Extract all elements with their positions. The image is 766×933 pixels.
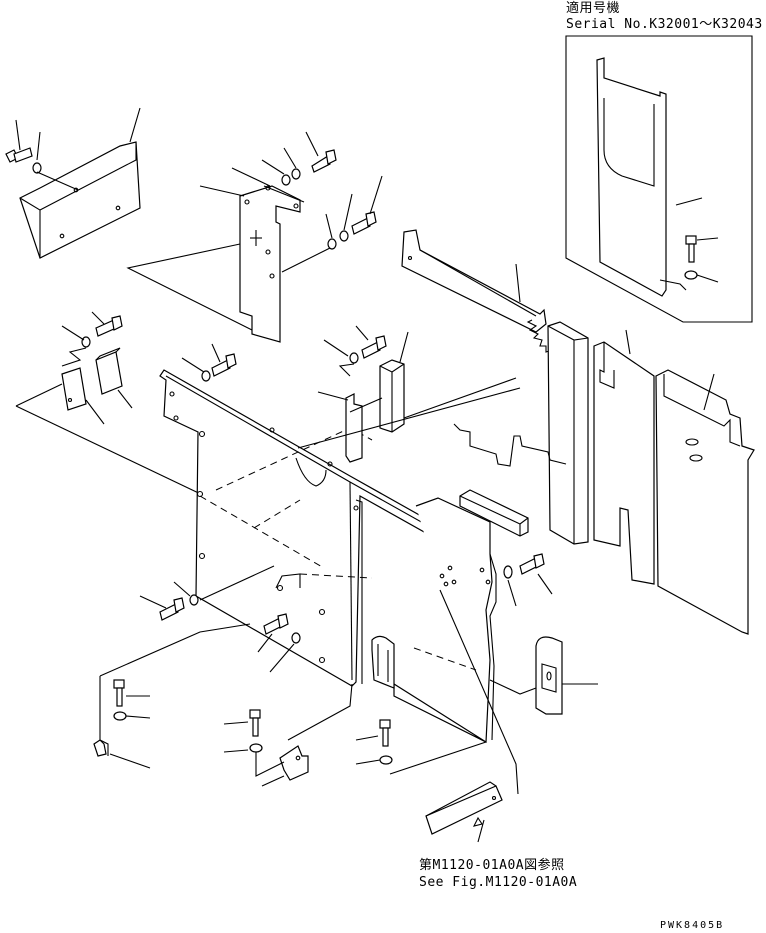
drawing-code: PWK8405B [660, 920, 725, 931]
lower-washer-icon-2 [291, 632, 301, 644]
panel-back [547, 321, 589, 545]
bottom-bolt-icon-2 [249, 709, 261, 737]
serial-inset-box [565, 35, 753, 323]
lower-washer-icon-1 [189, 594, 199, 606]
u-bracket-left [371, 635, 395, 689]
side-angle-plate [393, 497, 497, 743]
mid-washer-icon-1 [349, 352, 359, 364]
cover-bolt-icon [5, 147, 33, 163]
inset-bolt-icon [685, 235, 697, 263]
long-support-bar [401, 229, 553, 353]
panel-middle [593, 329, 655, 585]
u-bracket-right [535, 636, 563, 715]
small-flat-plate [345, 393, 363, 463]
bracket-washer-icon-1 [291, 168, 301, 180]
rubber-pad-right [95, 347, 123, 395]
figure-reference-jp: 第M1120-01A0A図参照 [419, 858, 565, 873]
bracket-bolt-icon-1 [311, 149, 337, 173]
bottom-clip-middle [279, 745, 309, 781]
top-cover-box [19, 107, 141, 259]
panel-front [655, 369, 755, 635]
mid-bolt-icon-2 [211, 353, 237, 377]
mid-bolt-icon-1 [361, 335, 387, 359]
left-washer-icon [81, 336, 91, 348]
figure-reference-en: See Fig.M1120-01A0A [419, 875, 578, 890]
u-bolt-icon [379, 719, 391, 747]
lower-bolt-icon-1 [159, 597, 185, 621]
upper-bracket-plate [126, 167, 331, 343]
u-washer-icon [379, 755, 393, 765]
bracket-washer-icon-4 [327, 238, 337, 250]
bottom-washer-icon-1 [113, 711, 127, 721]
mid-washer-icon-2 [201, 370, 211, 382]
bottom-bolt-icon-1 [113, 679, 125, 707]
bottom-cover-reference [425, 781, 503, 835]
lower-bolt-icon-2 [263, 613, 289, 635]
serial-title: 適用号機 [566, 1, 621, 16]
side-bolt-icon [519, 553, 545, 575]
spacer-bar-horizontal [459, 489, 529, 537]
inset-washer-icon [684, 270, 698, 280]
serial-range: Serial No.K32001～K32043 [566, 17, 763, 32]
main-frame [159, 369, 491, 687]
side-washer-icon [503, 565, 513, 579]
bottom-clip-left [93, 739, 109, 757]
bracket-bolt-icon-2 [351, 211, 377, 235]
left-bolt-icon [95, 315, 123, 337]
rubber-pad-left [61, 367, 87, 411]
bracket-washer-icon-2 [281, 174, 291, 186]
bottom-washer-icon-2 [249, 743, 263, 753]
cover-washer-icon [32, 162, 42, 174]
bracket-washer-icon-3 [339, 230, 349, 242]
inset-panel [596, 57, 687, 297]
spacer-bar-vertical [379, 359, 405, 433]
